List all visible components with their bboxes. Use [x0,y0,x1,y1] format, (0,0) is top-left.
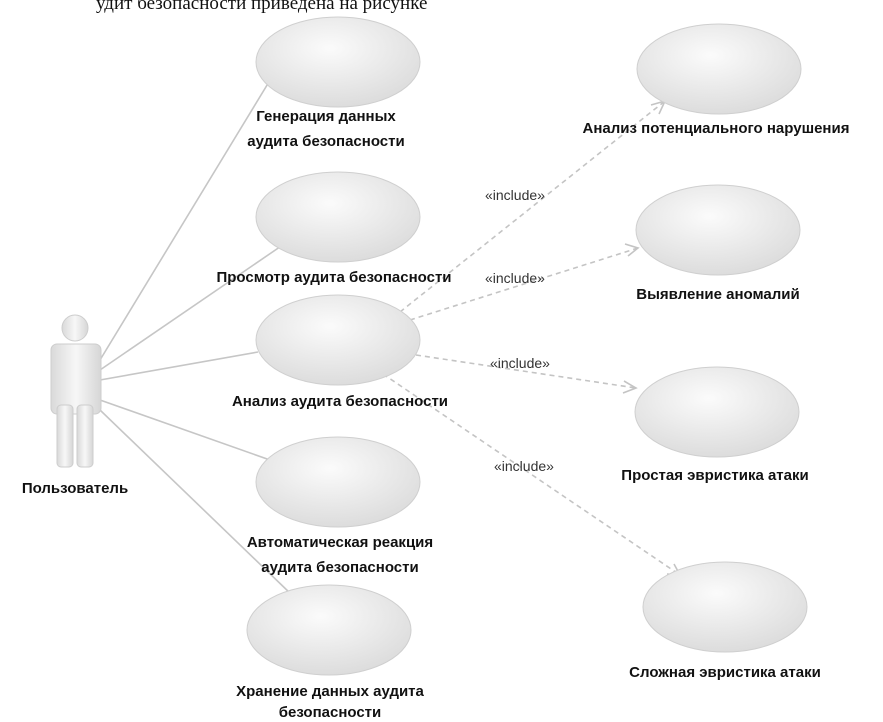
use-case-potential-violation[interactable] [636,23,802,115]
include-arrowhead-simple-heuristic [622,380,638,394]
use-case-view-label: Просмотр аудита безопасности [216,269,451,286]
association-analyze [99,351,259,381]
include-label-simple-heuristic: «include» [490,355,550,371]
use-case-analyze-label: Анализ аудита безопасности [232,393,448,410]
use-case-generate-label-2: аудита безопасности [247,133,404,150]
use-case-auto-react-label-2: аудита безопасности [261,559,418,576]
use-case-analyze[interactable] [255,294,421,386]
use-case-store[interactable] [246,584,412,676]
use-case-auto-react-label-1: Автоматическая реакция [247,534,433,551]
use-case-simple-heuristic[interactable] [634,366,800,458]
actor-head [61,314,89,342]
use-case-simple-heuristic-label: Простая эвристика атаки [621,467,808,484]
include-dependency-potential-violation [399,100,666,313]
association-auto-react [99,399,271,461]
use-case-anomaly[interactable] [635,184,801,276]
include-dependency-anomaly [409,247,639,321]
actor-torso [50,343,102,415]
include-label-anomaly: «include» [485,270,545,286]
use-case-store-label-1: Хранение данных аудита [236,683,424,700]
actor-right-leg [76,404,94,468]
include-label-potential-violation: «include» [485,187,545,203]
use-case-auto-react[interactable] [255,436,421,528]
include-label-complex-heuristic: «include» [494,458,554,474]
include-dependency-simple-heuristic [415,354,637,389]
use-case-anomaly-label: Выявление аномалий [636,286,799,303]
include-dependency-complex-heuristic [382,373,681,576]
use-case-generate-label-1: Генерация данных [256,108,396,125]
use-case-view[interactable] [255,171,421,263]
association-store [99,409,293,596]
include-arrowhead-anomaly [624,243,640,257]
use-case-generate[interactable] [255,16,421,108]
use-case-complex-heuristic[interactable] [642,561,808,653]
use-case-potential-violation-label: Анализ потенциального нарушения [583,120,850,137]
user-actor-icon[interactable] [50,314,102,468]
association-generate [99,71,276,361]
use-case-store-label-2: безопасности [279,704,382,721]
actor-left-leg [56,404,74,468]
association-view [99,239,291,371]
use-case-complex-heuristic-label: Сложная эвристика атаки [629,664,821,681]
header-fragment-text: удит безопасности приведена на рисунке [96,0,427,14]
actor-label: Пользователь [22,480,128,497]
